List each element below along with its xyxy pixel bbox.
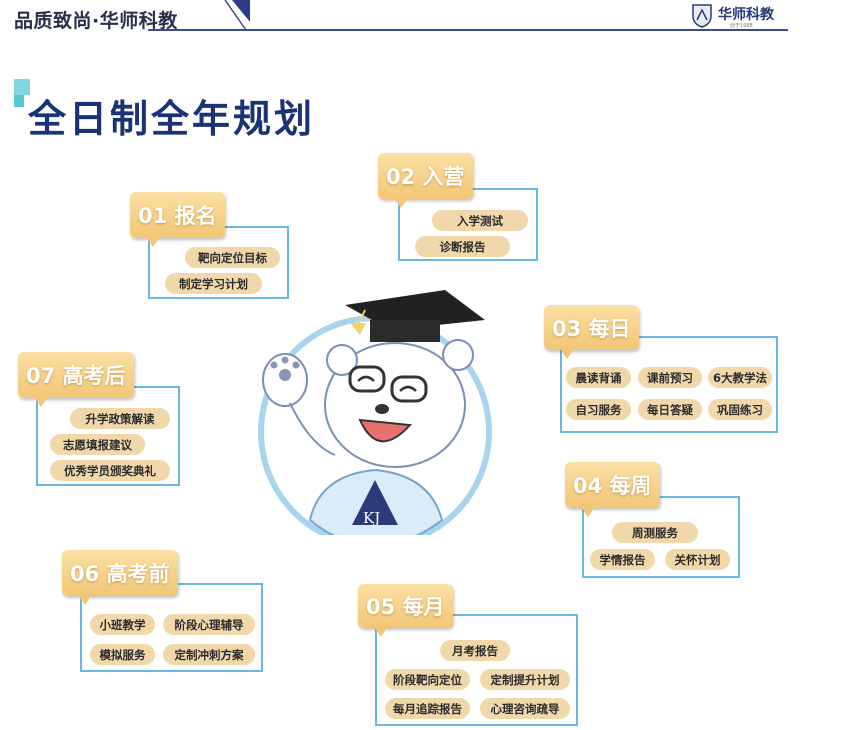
stage-03-item: 晨读背诵 <box>566 367 631 388</box>
stage-06-tag: 06 高考前 <box>62 550 178 605</box>
stage-03-item: 课前预习 <box>638 367 702 388</box>
page-title: 全日制全年规划 <box>28 97 316 141</box>
stage-03-item: 每日答疑 <box>638 399 702 420</box>
stage-05-item: 定制提升计划 <box>480 669 570 690</box>
stage-02-item: 诊断报告 <box>415 236 510 257</box>
mascot-bear-illustration: KJ <box>258 290 492 535</box>
stage-06-item: 阶段心理辅导 <box>163 614 255 635</box>
stage-06-item: 模拟服务 <box>90 644 155 665</box>
logo-shield-icon <box>692 4 712 28</box>
stage-05-tag: 05 每月 <box>358 584 453 637</box>
stage-01-item: 制定学习计划 <box>165 273 262 294</box>
stage-03-item: 6大教学法 <box>708 367 772 388</box>
slogan: 品质致尚·华师科教 <box>14 10 178 32</box>
stage-01-tag: 01 报名 <box>130 192 225 247</box>
title-decoration <box>14 95 24 107</box>
stage-05-item: 阶段靶向定位 <box>385 669 470 690</box>
stage-07-tag: 07 高考后 <box>18 352 134 407</box>
stage-04-item: 周测服务 <box>612 522 698 543</box>
header-divider <box>148 29 788 31</box>
stage-05-item: 月考报告 <box>440 640 510 661</box>
logo-subtext: 创于1988 <box>730 23 753 29</box>
stage-04-item: 关怀计划 <box>665 549 730 570</box>
logo-text: 华师科教 <box>718 7 774 23</box>
stage-07-item: 优秀学员颁奖典礼 <box>50 460 170 481</box>
stage-06-item: 定制冲刺方案 <box>163 644 255 665</box>
stage-02-tag: 02 入营 <box>378 153 473 208</box>
stage-03-item: 巩固练习 <box>708 399 772 420</box>
title-decoration <box>14 79 30 95</box>
header-corner-decoration <box>224 0 250 31</box>
stage-05-item: 心理咨询疏导 <box>480 698 570 719</box>
stage-03-item: 自习服务 <box>566 399 631 420</box>
stage-04-tag: 04 每周 <box>565 462 660 517</box>
mascot-badge: KJ <box>363 509 380 527</box>
stage-02-item: 入学测试 <box>432 210 528 231</box>
stage-01-item: 靶向定位目标 <box>185 247 280 268</box>
stage-04-item: 学情报告 <box>590 549 655 570</box>
stage-07-item: 升学政策解读 <box>70 408 170 429</box>
stage-07-item: 志愿填报建议 <box>50 434 145 455</box>
stage-03-tag: 03 每日 <box>544 305 639 359</box>
stage-05-item: 每月追踪报告 <box>385 698 470 719</box>
stage-06-item: 小班教学 <box>90 614 155 635</box>
